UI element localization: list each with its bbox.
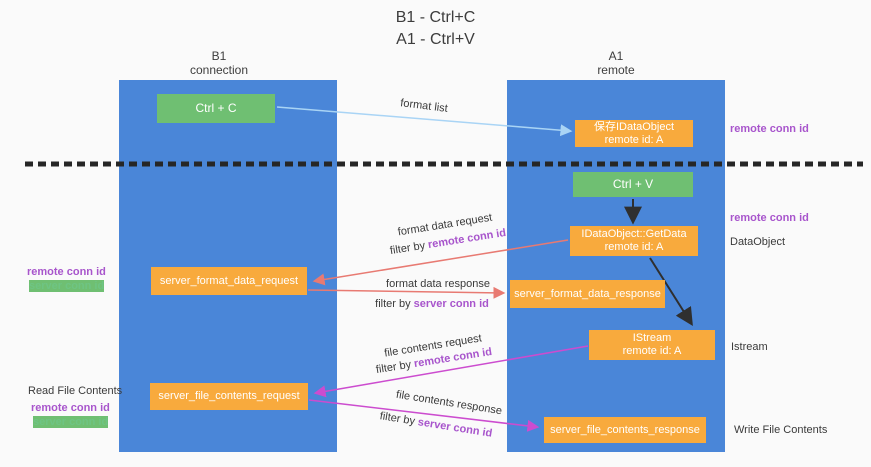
- server-format-data-request-box: server_format_data_request: [151, 267, 307, 295]
- save-dataobject-line2: remote id: A: [604, 133, 664, 146]
- istream-box: IStream remote id: A: [589, 330, 715, 360]
- format-data-response-label: format data response: [386, 278, 490, 290]
- remote-conn-id-side-label-mid: remote conn id: [730, 212, 809, 224]
- server-conn-id-left-label-2: server conn id: [33, 416, 109, 428]
- server-file-contents-response-box: server_file_contents_response: [544, 417, 706, 443]
- server-conn-id-accent: server conn id: [416, 416, 494, 440]
- filter-by-text: filter by: [375, 298, 414, 310]
- lane-a1-role: remote: [597, 63, 635, 77]
- istream-line1: IStream: [632, 332, 672, 344]
- getdata-box: IDataObject::GetData remote id: A: [570, 226, 698, 256]
- server-conn-id-left-label-1: server conn id: [29, 280, 105, 292]
- server-conn-id-accent: server conn id: [413, 298, 489, 310]
- filter-by-server-conn-id-label-2: filter by server conn id: [379, 410, 493, 440]
- istream-line2: remote id: A: [622, 345, 682, 357]
- server-format-data-response-box: server_format_data_response: [510, 280, 665, 308]
- remote-conn-id-left-label-2: remote conn id: [31, 402, 110, 414]
- save-dataobject-line1: 保存IDataObject: [593, 120, 675, 133]
- remote-conn-id-left-label-1: remote conn id: [27, 266, 106, 278]
- lane-b1-role: connection: [189, 63, 249, 77]
- server-file-contents-request-box: server_file_contents_request: [150, 383, 308, 410]
- getdata-line2: remote id: A: [604, 241, 664, 253]
- lane-b1-name: B1: [211, 49, 227, 63]
- ctrl-c-label: Ctrl + C: [195, 101, 237, 115]
- server-file-contents-response-label: server_file_contents_response: [550, 423, 700, 436]
- istream-side-label: Istream: [731, 341, 768, 353]
- filter-by-text: filter by: [389, 239, 430, 258]
- save-dataobject-box: 保存IDataObject remote id: A: [575, 120, 693, 147]
- getdata-line1: IDataObject::GetData: [581, 228, 687, 240]
- format-list-label: format list: [399, 97, 449, 115]
- filter-by-text: filter by: [375, 358, 416, 377]
- server-file-contents-request-label: server_file_contents_request: [158, 390, 300, 402]
- filter-by-text: filter by: [378, 410, 419, 429]
- format-data-response-arrow: [307, 286, 506, 299]
- read-file-contents-label: Read File Contents: [28, 385, 123, 397]
- ctrl-c-box: Ctrl + C: [157, 94, 275, 123]
- dataobject-side-label: DataObject: [730, 236, 786, 248]
- lane-b1-header: B1 connection: [110, 49, 328, 77]
- write-file-contents-label: Write File Contents: [734, 424, 828, 436]
- ctrl-v-box: Ctrl + V: [573, 172, 693, 197]
- remote-conn-id-side-label-top: remote conn id: [730, 123, 809, 135]
- ctrl-v-label: Ctrl + V: [612, 177, 654, 191]
- diagram-title: B1 - Ctrl+C A1 - Ctrl+V: [0, 7, 871, 51]
- server-format-data-response-label: server_format_data_response: [514, 287, 661, 300]
- diagram-title-line1: B1 - Ctrl+C: [395, 9, 476, 26]
- filter-by-server-conn-id-label-1: filter by server conn id: [375, 298, 489, 310]
- lane-a1-header: A1 remote: [507, 49, 725, 77]
- file-contents-response-label: file contents response: [395, 388, 503, 418]
- diagram-title-line2: A1 - Ctrl+V: [396, 31, 475, 48]
- lane-a1-name: A1: [608, 49, 624, 63]
- server-format-data-request-label: server_format_data_request: [159, 274, 299, 287]
